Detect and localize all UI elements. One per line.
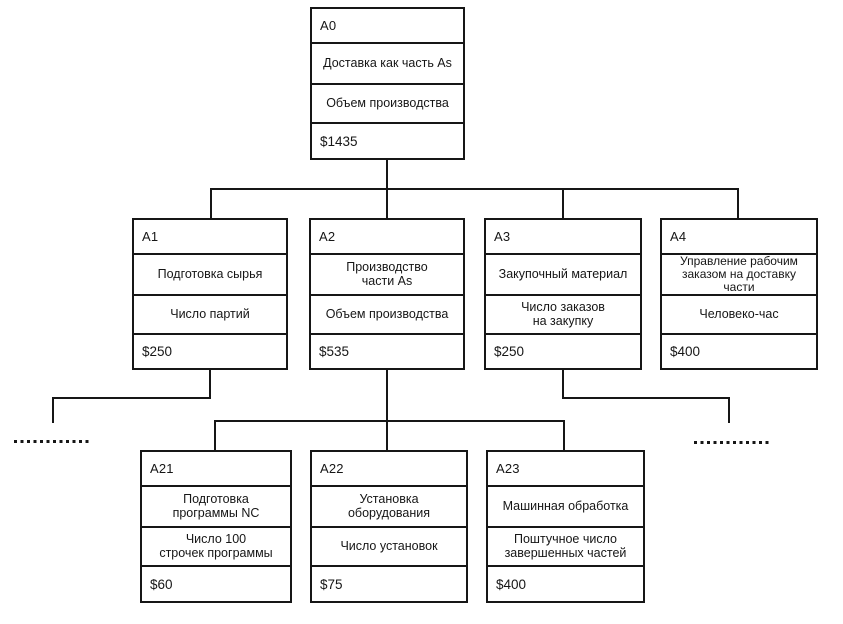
node-a4-metric: Человеко-час [662, 296, 816, 335]
node-a21-label: Подготовка программы NC [142, 487, 290, 528]
elbow-a3-right [562, 397, 730, 399]
node-a3: A3 Закупочный материал Число заказов на … [484, 218, 642, 370]
ellipsis-left-dots [14, 440, 90, 443]
node-a23-metric: Поштучное число завершенных частей [488, 528, 643, 567]
node-a1-metric: Число партий [134, 296, 286, 335]
node-a3-cost: $250 [494, 344, 525, 359]
node-a0-cost: $1435 [320, 133, 358, 149]
drop-a2 [386, 188, 388, 218]
node-a21: A21 Подготовка программы NC Число 100 ст… [140, 450, 292, 603]
node-a0: A0 Доставка как часть As Объем производс… [310, 7, 465, 160]
node-a21-metric: Число 100 строчек программы [142, 528, 290, 567]
drop-a1 [210, 188, 212, 218]
node-a23-label: Машинная обработка [488, 487, 643, 528]
connector-a1-down [209, 370, 211, 399]
node-a2: A2 Производство части As Объем производс… [309, 218, 465, 370]
node-a4: A4 Управление рабочим заказом на доставк… [660, 218, 818, 370]
node-a0-code: A0 [312, 9, 463, 44]
node-a1-label: Подготовка сырья [134, 255, 286, 296]
node-a4-cost: $400 [670, 344, 701, 359]
node-a21-code: A21 [142, 452, 290, 487]
node-a3-code: A3 [486, 220, 640, 255]
ellipsis-right-dots [694, 441, 772, 444]
node-a22-label: Установка оборудования [312, 487, 466, 528]
node-a1-code: A1 [134, 220, 286, 255]
node-a4-code: A4 [662, 220, 816, 255]
node-a4-label: Управление рабочим заказом на доставку ч… [662, 255, 816, 296]
node-a2-label: Производство части As [311, 255, 463, 296]
drop-a23 [563, 420, 565, 450]
node-a3-metric: Число заказов на закупку [486, 296, 640, 335]
node-a2-metric: Объем производства [311, 296, 463, 335]
node-a0-label: Доставка как часть As [312, 44, 463, 85]
node-a23-cost: $400 [496, 576, 527, 592]
connector-a3-down [562, 370, 564, 399]
node-a1: A1 Подготовка сырья Число партий $250 [132, 218, 288, 370]
stub-a3 [728, 397, 730, 423]
node-a22-cost: $75 [320, 576, 343, 592]
drop-a21 [214, 420, 216, 450]
connector-a0-down [386, 160, 388, 190]
node-a3-label: Закупочный материал [486, 255, 640, 296]
connector-a2-down [386, 370, 388, 450]
stub-a1 [52, 397, 54, 423]
drop-a3 [562, 188, 564, 218]
bus-level1 [210, 188, 739, 190]
elbow-a1-left [52, 397, 211, 399]
node-a22-metric: Число установок [312, 528, 466, 567]
node-a0-metric: Объем производства [312, 85, 463, 124]
node-a23-code: A23 [488, 452, 643, 487]
node-a1-cost: $250 [142, 344, 173, 359]
node-a22-code: A22 [312, 452, 466, 487]
bus-level2 [214, 420, 565, 422]
node-a2-cost: $535 [319, 344, 350, 359]
node-a21-cost: $60 [150, 576, 173, 592]
node-a23: A23 Машинная обработка Поштучное число з… [486, 450, 645, 603]
drop-a4 [737, 188, 739, 218]
node-a2-code: A2 [311, 220, 463, 255]
node-a22: A22 Установка оборудования Число установ… [310, 450, 468, 603]
